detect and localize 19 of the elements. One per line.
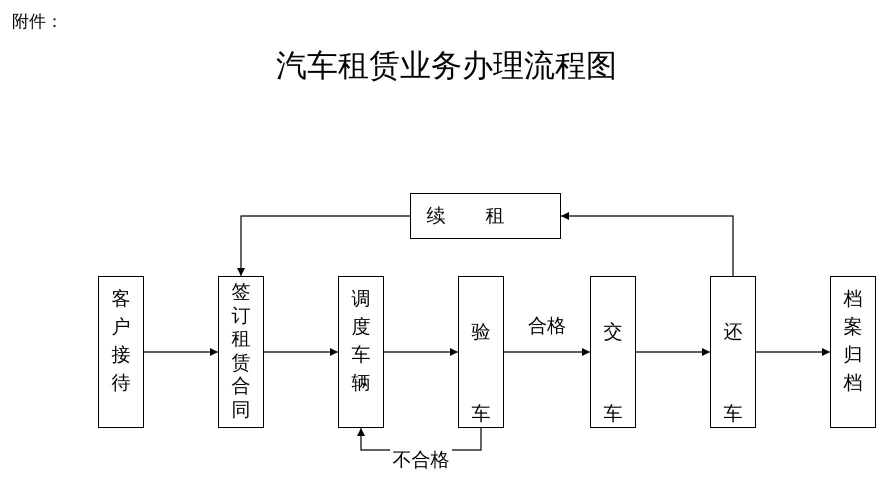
process-box: 调度车辆 xyxy=(338,276,384,428)
attachment-label: 附件： xyxy=(12,11,63,33)
arrow xyxy=(264,348,338,356)
arrow xyxy=(144,348,218,356)
arrow xyxy=(504,348,590,356)
arrow xyxy=(756,348,830,356)
process-box: 还车 xyxy=(710,276,756,428)
process-box: 验车 xyxy=(458,276,504,428)
arrow xyxy=(636,348,710,356)
arrow xyxy=(237,215,410,276)
process-box: 签订租赁合同 xyxy=(218,276,264,428)
arrow xyxy=(384,348,458,356)
arrow xyxy=(561,212,734,276)
process-box: 档案归档 xyxy=(830,276,876,428)
edge-label: 合格 xyxy=(527,314,567,339)
process-box: 交车 xyxy=(590,276,636,428)
process-box: 续租 xyxy=(410,193,561,239)
title: 汽车租赁业务办理流程图 xyxy=(275,47,618,86)
process-box: 客户接待 xyxy=(98,276,144,428)
